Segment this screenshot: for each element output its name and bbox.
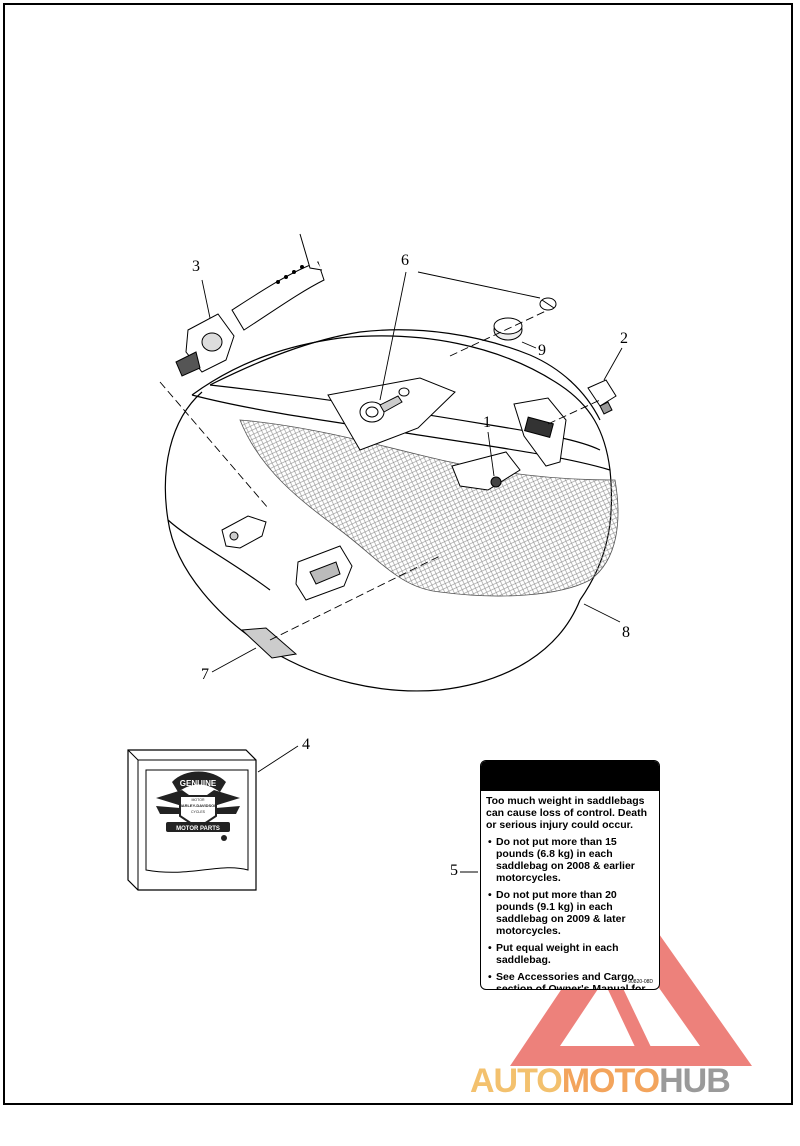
callout-3: 3 [192, 258, 200, 275]
nut-recess [451, 451, 521, 491]
latch-bracket-right [513, 397, 567, 467]
watermark-text: AUTOMOTOHUB [470, 1062, 731, 1101]
decal-brand-text: HARLEY-DAVIDSON [179, 803, 217, 808]
callout-6: 6 [401, 252, 409, 269]
callout-7: 7 [201, 666, 209, 683]
warning-bullet-1: Do not put more than 15 pounds (6.8 kg) … [488, 836, 655, 884]
warning-lead-text: Too much weight in saddlebags can cause … [486, 795, 648, 831]
nut [490, 476, 502, 488]
watermark-auto: AUTO [470, 1062, 563, 1100]
decal-parts-text: MOTOR PARTS [176, 826, 220, 832]
warning-bullet-4: See Accessories and Cargo section of Own… [488, 971, 655, 989]
warning-bullet-list: Do not put more than 15 pounds (6.8 kg) … [486, 836, 655, 989]
callout-4: 4 [302, 736, 310, 753]
leader-lines [201, 271, 623, 873]
warning-label-header [481, 761, 659, 791]
warning-bullet-3: Put equal weight in each saddlebag. [488, 942, 655, 966]
warning-bullet-2: Do not put more than 20 pounds (9.1 kg) … [488, 889, 655, 937]
genuine-parts-emblem: GENUINE HARLEY-DAVIDSON MOTOR CYCLES MOT… [156, 771, 240, 841]
mesh-panel [239, 419, 619, 597]
decal-cycles-text: CYCLES [191, 810, 206, 814]
striker-plate [240, 627, 298, 659]
diagram-frame [3, 3, 793, 1105]
callout-9: 9 [538, 342, 546, 359]
callout-2: 2 [620, 330, 628, 347]
watermark-moto: MOTO [561, 1062, 660, 1100]
clip-bracket [587, 379, 617, 415]
strap [231, 233, 325, 331]
decal-package: GENUINE HARLEY-DAVIDSON MOTOR CYCLES MOT… [127, 749, 257, 891]
hinge-bracket [221, 515, 267, 549]
latch-assembly [175, 313, 235, 377]
warning-label-body: Too much weight in saddlebags can cause … [481, 791, 659, 989]
decal-genuine-text: GENUINE [180, 779, 217, 788]
callout-8: 8 [622, 624, 630, 641]
screw [539, 297, 557, 311]
callout-5: 5 [450, 862, 458, 879]
decal-motor-text: MOTOR [192, 798, 205, 802]
watermark-hub: HUB [659, 1062, 731, 1100]
warning-label: Too much weight in saddlebags can cause … [480, 760, 660, 990]
assembly-lines [159, 309, 601, 641]
warning-label-code: 90820-08D [628, 979, 653, 985]
callout-1: 1 [483, 414, 491, 431]
lock-recess [327, 377, 456, 451]
saddlebag-lid [209, 329, 601, 451]
lock-key-assembly [359, 387, 410, 423]
bottom-latch [295, 545, 353, 601]
